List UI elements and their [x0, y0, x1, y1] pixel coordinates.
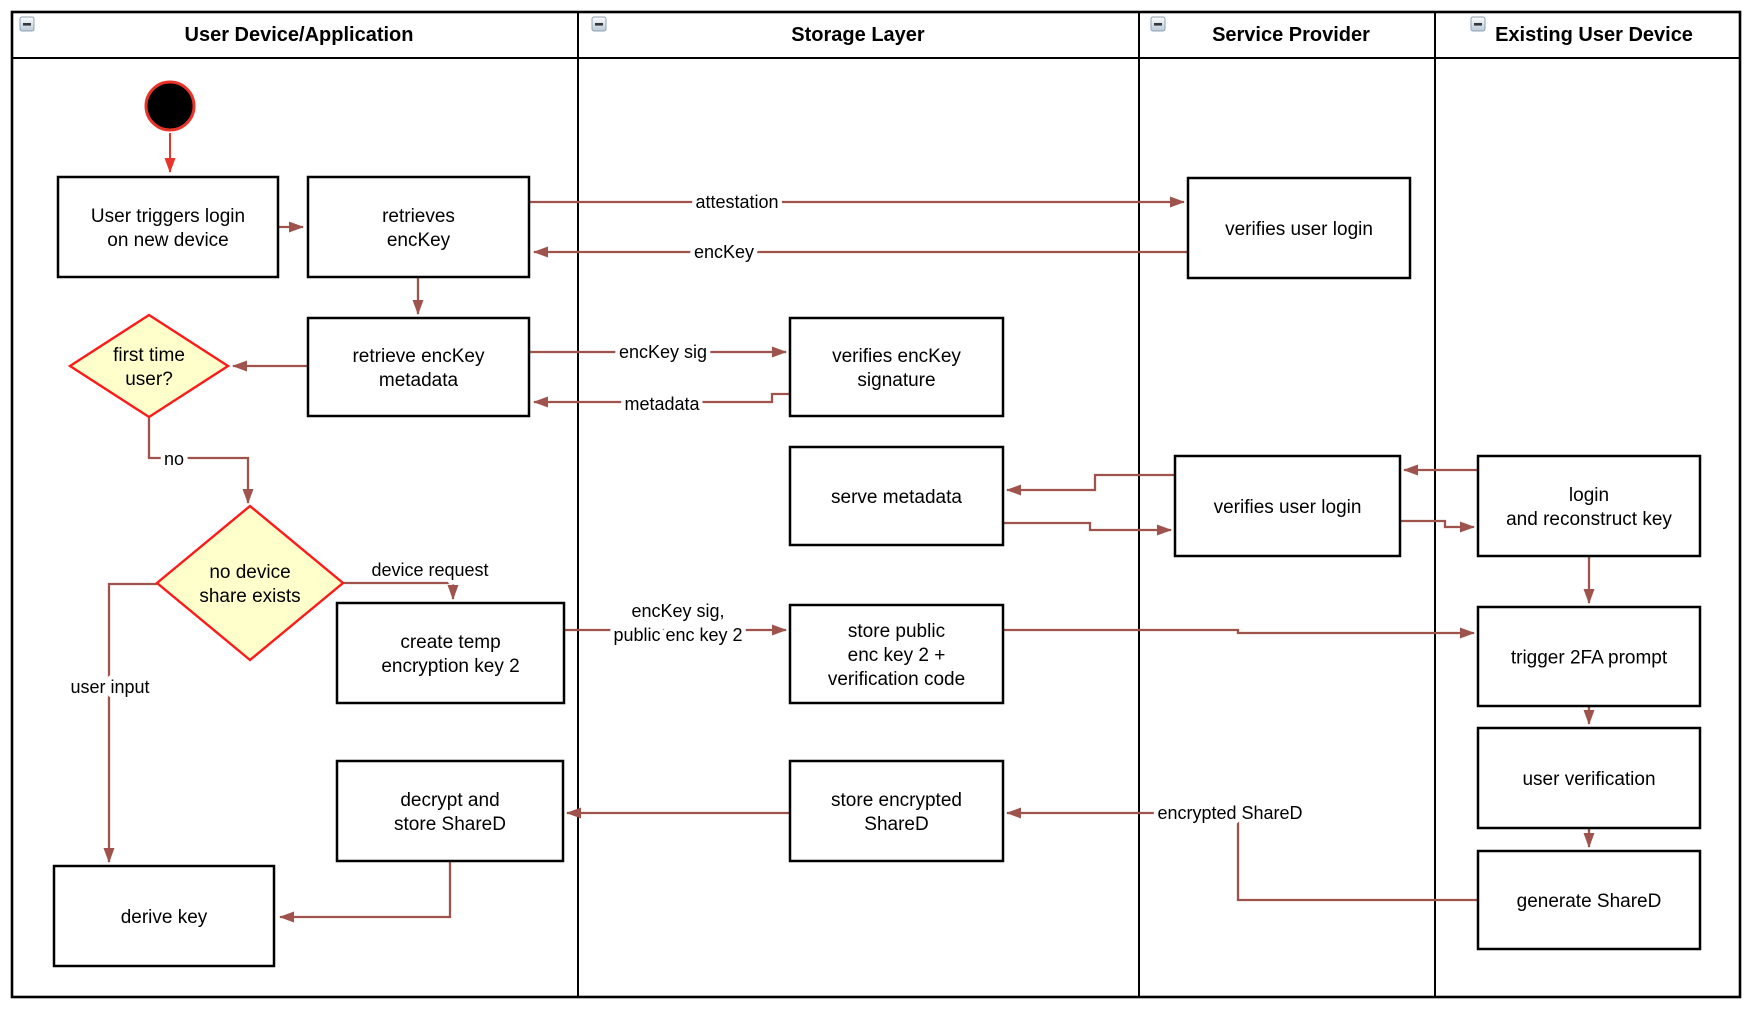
collapse-minus-icon[interactable] [1150, 16, 1166, 32]
action-box[interactable] [788, 603, 1005, 705]
edge-label-temp-key-to-store: encKey sig,public enc key 2 [613, 601, 742, 645]
edge-label-attestation: attestation [695, 192, 778, 212]
decision-diamond[interactable] [155, 504, 345, 662]
node-label: verifies user login [1214, 497, 1362, 518]
lane-title: Storage Layer [791, 24, 925, 46]
node-user-verification[interactable] [1476, 726, 1702, 830]
node-login-reconstruct[interactable] [1476, 454, 1702, 558]
edge-label-encrypted-shared: encrypted ShareD [1157, 803, 1302, 823]
edge-label-enckey-return: encKey [694, 242, 754, 262]
action-box[interactable] [306, 175, 531, 279]
action-box[interactable] [56, 175, 280, 279]
node-no-device-share[interactable] [155, 504, 345, 662]
node-verifies-login-2[interactable] [1173, 454, 1402, 558]
edge-serve-to-verifies2 [1003, 521, 1172, 536]
edge-verifies2-to-login [1400, 519, 1475, 533]
node-derive-key[interactable] [52, 864, 276, 968]
edge-encrypted-shared [1006, 807, 1478, 902]
action-box[interactable] [788, 316, 1005, 418]
node-store-public-key[interactable] [788, 603, 1005, 705]
action-box[interactable] [1186, 176, 1412, 280]
node-label: serve metadata [831, 487, 962, 508]
action-box[interactable] [788, 445, 1005, 547]
edge-metadata-return [533, 392, 790, 408]
collapse-minus-icon[interactable] [591, 16, 607, 32]
edge-label-no-branch: no [164, 449, 184, 469]
lane-title: Service Provider [1212, 24, 1370, 46]
node-decrypt-store[interactable] [335, 759, 565, 863]
edge-label-user-input: user input [70, 677, 149, 697]
node-trigger-login[interactable] [56, 175, 280, 279]
node-store-enc-shared[interactable] [788, 759, 1005, 863]
edge-decrypt-to-derive [279, 861, 452, 923]
collapse-minus-icon[interactable] [19, 16, 35, 32]
edge-user-input [103, 582, 157, 863]
node-first-time-user[interactable] [67, 313, 231, 419]
action-box[interactable] [1173, 454, 1402, 558]
edge-verifies2-to-serve [1006, 473, 1175, 496]
node-generate-shared[interactable] [1476, 849, 1702, 951]
decision-diamond[interactable] [67, 313, 231, 419]
node-retrieves-enckey[interactable] [306, 175, 531, 279]
edge-label-device-request: device request [371, 560, 488, 580]
initial-node[interactable] [144, 80, 196, 132]
node-label: trigger 2FA prompt [1511, 648, 1668, 669]
action-box[interactable] [1476, 849, 1702, 951]
edge-device-request [343, 581, 459, 600]
node-label: generate ShareD [1517, 891, 1662, 912]
node-label: derive key [121, 907, 208, 928]
action-box[interactable] [335, 759, 565, 863]
node-label: user verification [1522, 769, 1655, 790]
action-box[interactable] [1476, 605, 1702, 708]
action-box[interactable] [788, 759, 1005, 863]
node-label: verifies user login [1225, 219, 1373, 240]
collapse-minus-icon[interactable] [1470, 16, 1486, 32]
node-create-temp-key[interactable] [335, 601, 566, 705]
node-verifies-sig[interactable] [788, 316, 1005, 418]
node-retrieve-metadata[interactable] [306, 316, 531, 418]
action-box[interactable] [306, 316, 531, 418]
lane-title: Existing User Device [1495, 24, 1693, 46]
node-trigger-2fa[interactable] [1476, 605, 1702, 708]
action-box[interactable] [52, 864, 276, 968]
node-serve-metadata[interactable] [788, 445, 1005, 547]
action-box[interactable] [1476, 454, 1702, 558]
edge-no-branch [147, 417, 254, 504]
node-initial[interactable] [144, 80, 196, 132]
action-box[interactable] [1476, 726, 1702, 830]
edge-label-enckey-sig: encKey sig [619, 342, 707, 362]
lane-title: User Device/Application [185, 24, 414, 46]
action-box[interactable] [335, 601, 566, 705]
node-verifies-login-1[interactable] [1186, 176, 1412, 280]
edge-label-metadata-return: metadata [624, 394, 700, 414]
edge-store-to-2fa [1003, 627, 1475, 639]
